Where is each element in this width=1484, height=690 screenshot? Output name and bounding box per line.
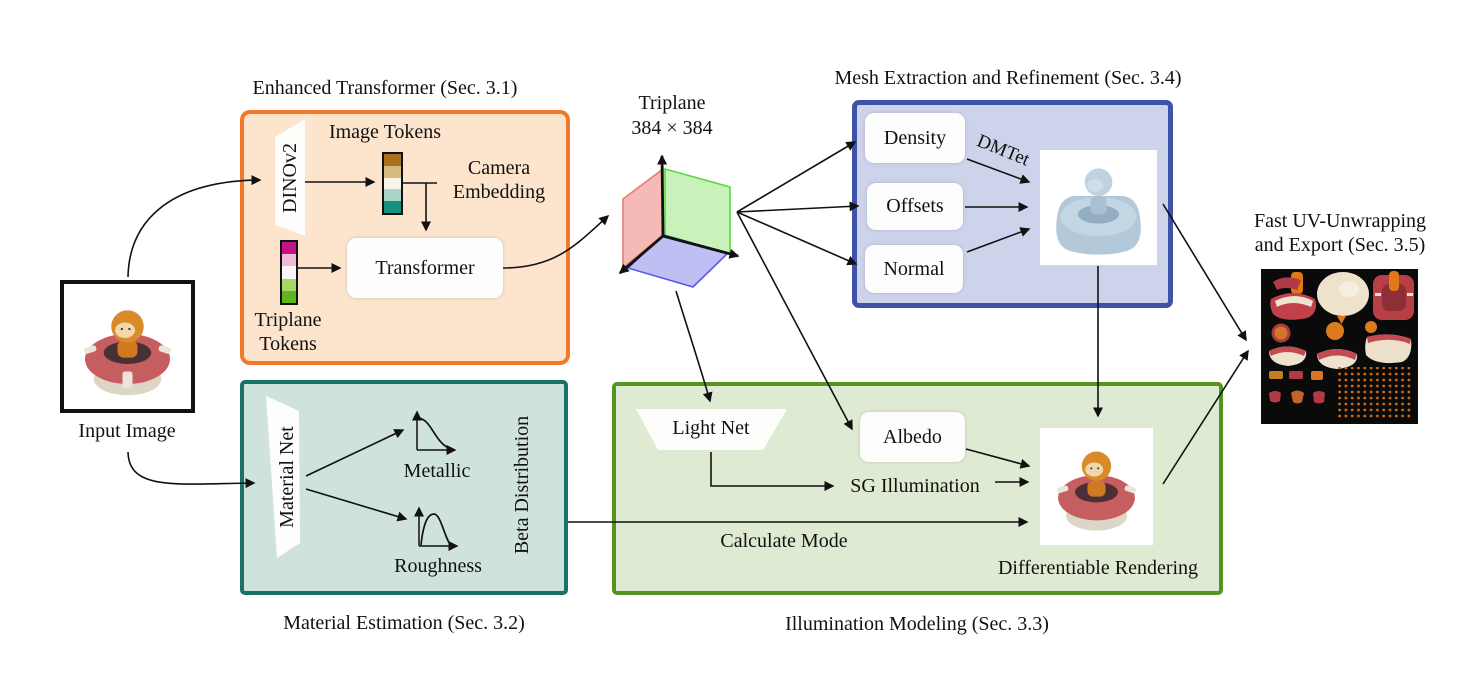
offsets-label: Offsets (886, 195, 944, 217)
transformer-node: Transformer (347, 238, 503, 298)
normal-node: Normal (865, 245, 963, 293)
arrow-triplane-to-offsets (736, 201, 860, 213)
normal-label: Normal (883, 257, 945, 280)
triplane-plane-blue (626, 234, 730, 288)
enhanced-transformer-title: Enhanced Transformer (Sec. 3.1) (252, 77, 518, 99)
uv-export-title: Fast UV-Unwrapping and Export (Sec. 3.5) (1253, 210, 1427, 256)
triplane-tokens-label: Triplane Tokens (254, 309, 322, 355)
offsets-node: Offsets (867, 183, 963, 230)
differentiable-rendering-label: Differentiable Rendering (997, 557, 1199, 579)
density-label: Density (883, 126, 947, 149)
token-seg (384, 201, 401, 213)
material-estimation-title: Material Estimation (Sec. 3.2) (283, 612, 525, 634)
differentiable-render-photo (1057, 451, 1136, 531)
token-seg (282, 242, 296, 255)
dinov2-label: DINOv2 (279, 143, 301, 213)
triplane-plane-red (622, 167, 664, 270)
arrow-mesh-to-uv (1162, 203, 1247, 342)
token-seg (282, 254, 296, 267)
beta-distribution-label: Beta Distribution (511, 415, 533, 555)
arrow-input-to-materialnet (127, 451, 256, 489)
metallic-label: Metallic (403, 460, 471, 482)
image-tokens-column (382, 152, 403, 215)
token-seg (282, 266, 296, 279)
token-seg (282, 290, 296, 304)
density-node: Density (865, 113, 965, 163)
token-seg (282, 278, 296, 291)
uv-atlas-image (1261, 269, 1418, 424)
light-net-label: Light Net (672, 417, 750, 439)
toy-boat-photo (83, 310, 172, 396)
illumination-modeling-title: Illumination Modeling (Sec. 3.3) (785, 613, 1049, 635)
triplane-tokens-column (280, 240, 298, 305)
roughness-label: Roughness (394, 555, 482, 577)
albedo-label: Albedo (883, 425, 942, 448)
triplane-size: 384 × 384 (631, 117, 713, 139)
token-seg (384, 189, 401, 202)
token-seg (384, 177, 401, 190)
triplane-cube (618, 154, 740, 288)
triplane-plane-green (664, 167, 731, 256)
arrow-triplane-to-density (736, 141, 857, 213)
token-seg (384, 165, 401, 178)
material-net-label: Material Net (276, 426, 298, 528)
input-image (60, 280, 195, 413)
untextured-mesh-render (1056, 168, 1141, 255)
sg-illumination-label: SG Illumination (850, 475, 980, 497)
arrow-triplane-to-normal (736, 211, 858, 266)
mesh-image (1040, 150, 1157, 265)
albedo-node: Albedo (860, 412, 965, 462)
image-tokens-label: Image Tokens (328, 121, 442, 143)
input-image-label: Input Image (78, 420, 176, 442)
camera-embedding-label: Camera Embedding (452, 157, 546, 203)
token-seg (384, 154, 401, 166)
triplane-title: Triplane (638, 92, 706, 114)
mesh-extraction-title: Mesh Extraction and Refinement (Sec. 3.4… (834, 67, 1182, 89)
uv-texture-atlas (1261, 269, 1418, 424)
calculate-mode-label: Calculate Mode (720, 530, 848, 552)
rendered-image (1040, 428, 1153, 545)
transformer-label: Transformer (375, 256, 475, 279)
